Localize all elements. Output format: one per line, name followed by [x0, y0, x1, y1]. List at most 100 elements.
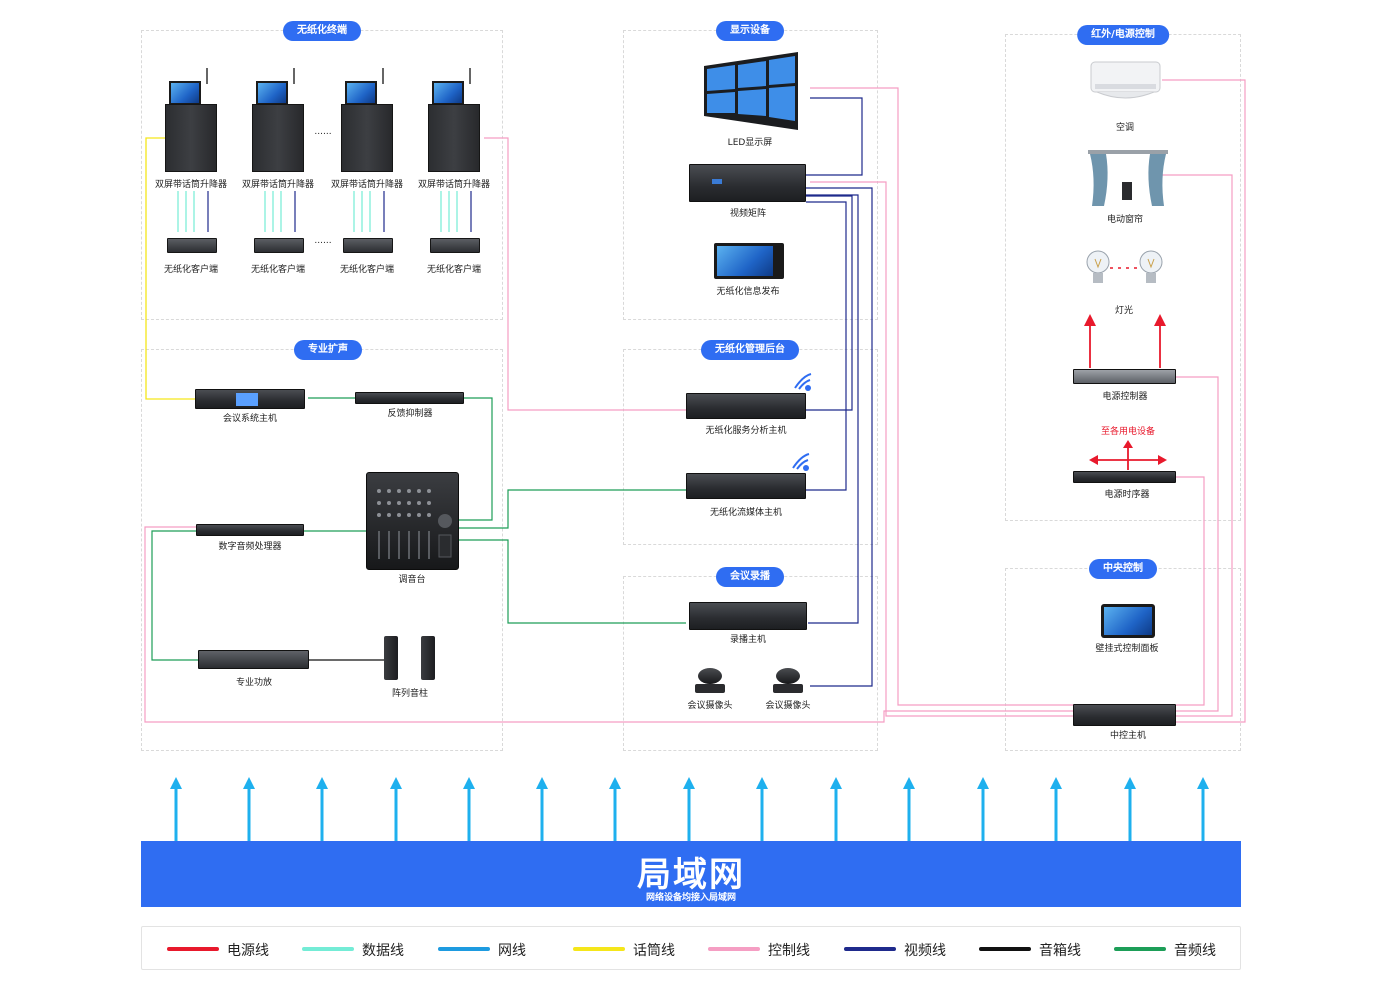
legend-label: 话筒线 — [633, 943, 675, 959]
up-arrow-icon — [609, 777, 621, 789]
power-arrowheads — [1084, 314, 1167, 465]
legend-swatch — [708, 947, 760, 951]
conference-host-label: 会议系统主机 — [222, 414, 278, 424]
up-arrow-shaft — [1128, 788, 1132, 841]
up-arrow-shaft — [760, 788, 764, 841]
up-arrow-shaft — [174, 788, 178, 841]
ellipsis-label: ...... — [314, 127, 332, 137]
up-arrow-icon — [316, 777, 328, 789]
up-arrow-shaft — [247, 788, 251, 841]
to-devices-label: 至各用电设备 — [1100, 427, 1156, 437]
camera-device — [693, 668, 727, 694]
mixer-device — [366, 472, 459, 570]
camera-label: 会议摄像头 — [765, 701, 811, 711]
up-arrow-shaft — [687, 788, 691, 841]
power-controller-device — [1073, 369, 1176, 384]
light-bulb-icon — [1086, 249, 1110, 287]
amplifier-label: 专业功放 — [235, 678, 273, 688]
legend-swatch — [167, 947, 219, 951]
dsp-label: 数字音频处理器 — [218, 542, 282, 552]
legend-swatch — [302, 947, 354, 951]
conference-host-device — [195, 389, 305, 409]
legend-swatch — [979, 947, 1031, 951]
light-bulb-icon — [1139, 249, 1163, 287]
legend-label: 视频线 — [904, 943, 946, 959]
camera-device — [771, 668, 805, 694]
legend: 电源线数据线网线话筒线控制线视频线音箱线音频线 — [141, 926, 1241, 970]
lan-title: 局域网 — [637, 855, 745, 895]
info-publish-label: 无纸化信息发布 — [716, 287, 780, 297]
lift-label: 双屏带话筒升降器 — [330, 180, 404, 190]
section-label-central-control: 中央控制 — [1089, 559, 1157, 579]
power-lines — [1089, 322, 1161, 470]
section-label-pro-audio: 专业扩声 — [294, 340, 362, 360]
client-label: 无纸化客户端 — [163, 265, 219, 275]
up-arrow-icon — [243, 777, 255, 789]
up-arrow-shaft — [467, 788, 471, 841]
video-matrix-device — [689, 164, 806, 202]
legend-swatch — [844, 947, 896, 951]
recording-host-label: 录播主机 — [729, 635, 767, 645]
lan-subtitle: 网络设备均接入局域网 — [645, 893, 736, 903]
up-arrow-icon — [683, 777, 695, 789]
section-label-recording: 会议录播 — [716, 567, 784, 587]
section-label-ir-power: 红外/电源控制 — [1077, 25, 1169, 45]
ac-label: 空调 — [1115, 123, 1135, 133]
legend-label: 音箱线 — [1039, 943, 1081, 959]
mixer-label: 调音台 — [398, 575, 426, 585]
up-arrow-shaft — [613, 788, 617, 841]
wireless-icon — [792, 453, 810, 471]
up-arrow-icon — [463, 777, 475, 789]
lift-label: 双屏带话筒升降器 — [417, 180, 491, 190]
control-lines — [144, 79, 1246, 723]
video-matrix-label: 视频矩阵 — [729, 209, 767, 219]
client-label: 无纸化客户端 — [250, 265, 306, 275]
led-wall-label: LED显示屏 — [727, 138, 773, 148]
up-arrow-icon — [830, 777, 842, 789]
led-wall-device — [700, 50, 802, 132]
legend-label: 音频线 — [1174, 943, 1216, 959]
central-host-device — [1073, 704, 1176, 726]
streaming-host-device — [686, 473, 806, 499]
client-label: 无纸化客户端 — [426, 265, 482, 275]
up-arrow-icon — [1124, 777, 1136, 789]
ellipsis-label: ...... — [314, 236, 332, 246]
info-publish-device — [714, 243, 784, 279]
column-speaker-label: 阵列音柱 — [391, 689, 429, 699]
video-lines-clients — [207, 191, 472, 232]
column-speaker-device — [384, 636, 398, 680]
section-label-paperless-terminal: 无纸化终端 — [283, 21, 361, 41]
section-label-display: 显示设备 — [716, 21, 784, 41]
feedback-suppressor-label: 反馈抑制器 — [387, 409, 433, 419]
wall-panel-label: 壁挂式控制面板 — [1095, 644, 1159, 654]
up-arrow-shaft — [320, 788, 324, 841]
curtain-label: 电动窗帘 — [1106, 215, 1144, 225]
section-label-paperless-backend: 无纸化管理后台 — [701, 340, 799, 360]
up-arrow-icon — [756, 777, 768, 789]
up-arrow-icon — [1197, 777, 1209, 789]
up-arrow-shaft — [1054, 788, 1058, 841]
lift-device — [341, 68, 393, 172]
lan-bar: 局域网 网络设备均接入局域网 — [141, 841, 1241, 907]
legend-swatch — [1114, 947, 1166, 951]
up-arrow-icon — [390, 777, 402, 789]
power-controller-label: 电源控制器 — [1102, 392, 1148, 402]
legend-label: 控制线 — [768, 943, 810, 959]
wall-panel-device — [1101, 604, 1155, 638]
power-sequencer-label: 电源时序器 — [1104, 490, 1150, 500]
mic-line — [145, 137, 195, 400]
wireless-icon — [794, 373, 812, 391]
paperless-server-device — [686, 393, 806, 419]
up-arrow-shaft — [1201, 788, 1205, 841]
lift-device — [428, 68, 480, 172]
up-arrow-icon — [536, 777, 548, 789]
air-conditioner-icon — [1089, 60, 1162, 103]
lift-label: 双屏带话筒升降器 — [241, 180, 315, 190]
client-label: 无纸化客户端 — [339, 265, 395, 275]
power-sequencer-device — [1073, 471, 1176, 483]
client-device — [430, 238, 480, 253]
client-device — [254, 238, 304, 253]
camera-label: 会议摄像头 — [687, 701, 733, 711]
up-arrow-shaft — [394, 788, 398, 841]
